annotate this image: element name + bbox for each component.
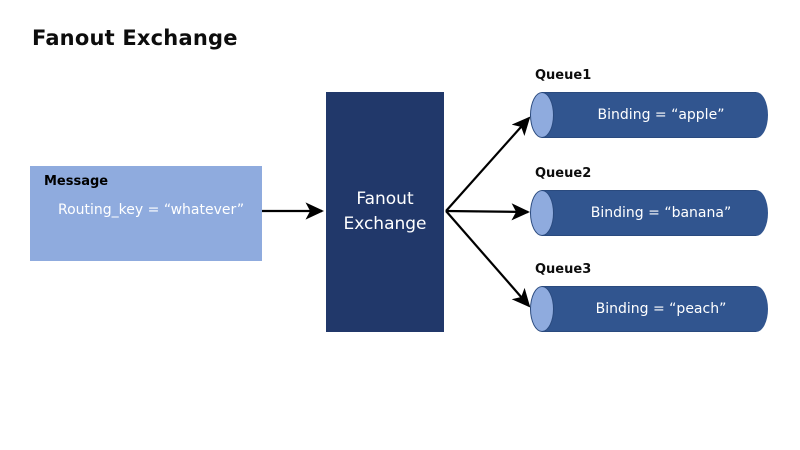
message-box-heading: Message bbox=[44, 174, 109, 189]
arrow-exchange-to-queue-2 bbox=[445, 203, 530, 221]
queue-label-1: Queue1 bbox=[535, 68, 592, 83]
queue-body-2 bbox=[542, 190, 756, 236]
queue-label-3: Queue3 bbox=[535, 262, 592, 277]
queue-left-cap-2 bbox=[530, 190, 554, 236]
queue-cylinder-3: Binding = “peach” bbox=[530, 286, 768, 332]
message-box: Message Routing_key = “whatever” bbox=[30, 166, 262, 261]
page-title: Fanout Exchange bbox=[32, 26, 238, 50]
arrow-exchange-to-queue-1 bbox=[445, 116, 531, 212]
queue-body-1 bbox=[542, 92, 756, 138]
message-routing-key-text: Routing_key = “whatever” bbox=[58, 202, 245, 218]
fanout-exchange-label: Fanout Exchange bbox=[343, 189, 427, 234]
fanout-exchange-box: Fanout Exchange bbox=[326, 92, 444, 332]
queue-binding-text-2: Binding = “banana” bbox=[590, 205, 732, 221]
queue-binding-text-3: Binding = “peach” bbox=[595, 301, 727, 317]
arrow-exchange-to-queue-3 bbox=[445, 210, 531, 308]
queue-cylinder-2: Binding = “banana” bbox=[530, 190, 768, 236]
queue-left-cap-1 bbox=[530, 92, 554, 138]
queue-left-cap-3 bbox=[530, 286, 554, 332]
queue-body-3 bbox=[542, 286, 756, 332]
queue-cylinder-1: Binding = “apple” bbox=[530, 92, 768, 138]
queue-label-2: Queue2 bbox=[535, 166, 592, 181]
queue-binding-text-1: Binding = “apple” bbox=[597, 107, 725, 123]
